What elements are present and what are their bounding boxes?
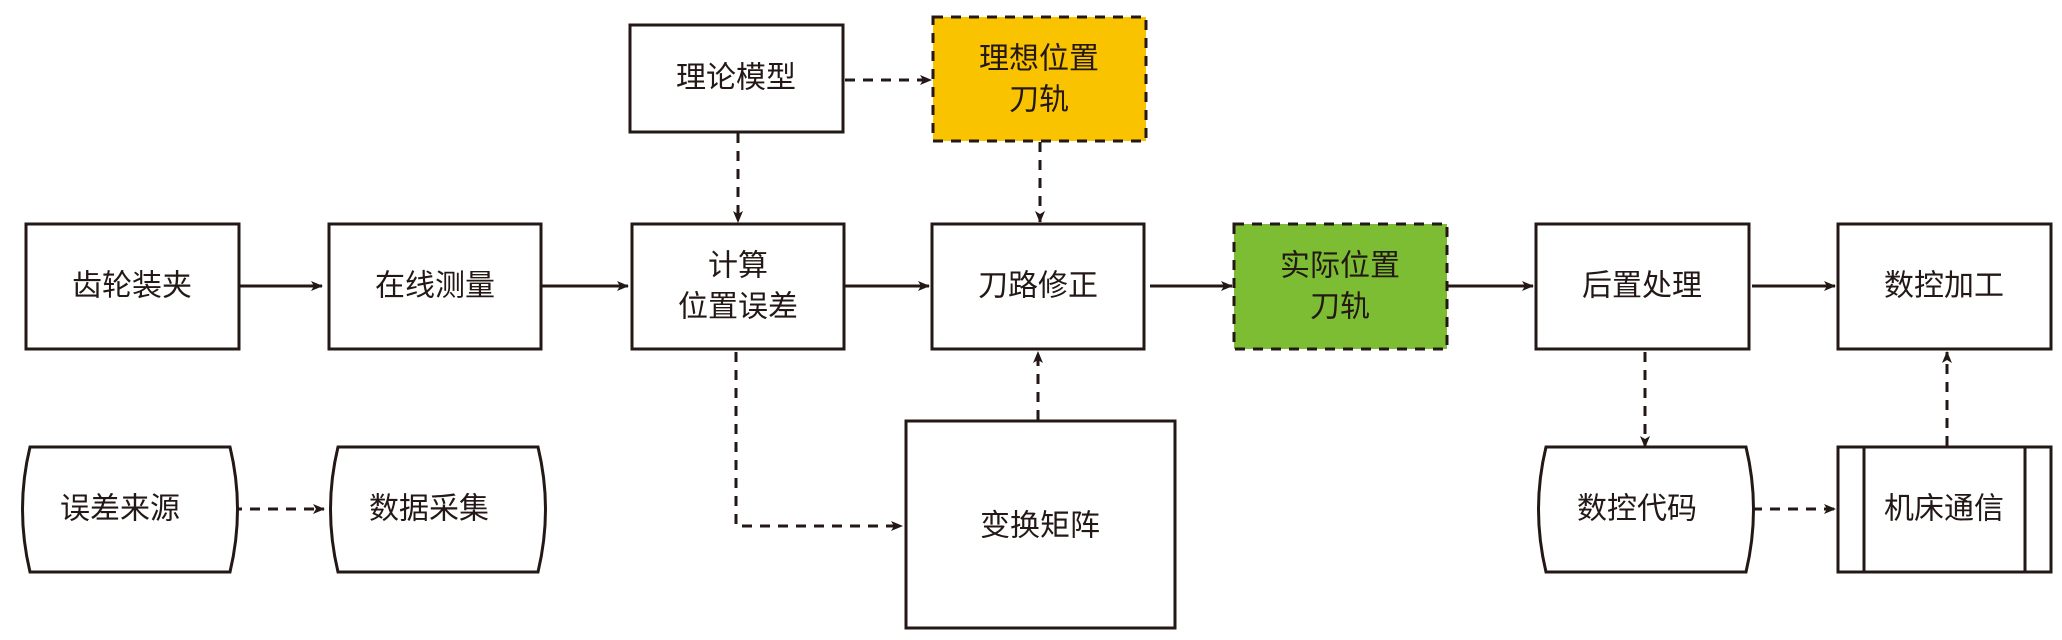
node-path-correction: 刀路修正 <box>930 222 1146 351</box>
svg-text:实际位置: 实际位置 <box>1280 249 1400 284</box>
svg-text:数控加工: 数控加工 <box>1884 269 2004 304</box>
svg-text:刀路修正: 刀路修正 <box>978 269 1098 304</box>
node-cnc-machining: 数控加工 <box>1836 222 2053 351</box>
svg-text:变换矩阵: 变换矩阵 <box>980 509 1100 544</box>
svg-text:在线测量: 在线测量 <box>375 269 495 304</box>
node-theory-model: 理论模型 <box>628 23 845 134</box>
node-post-processing: 后置处理 <box>1534 222 1751 351</box>
node-error-source: 误差来源 <box>21 445 239 574</box>
svg-text:刀轨: 刀轨 <box>1310 290 1370 325</box>
svg-text:后置处理: 后置处理 <box>1582 269 1702 304</box>
node-machine-communication: 机床通信 <box>1836 445 2053 574</box>
svg-text:刀轨: 刀轨 <box>1009 83 1069 118</box>
svg-text:理论模型: 理论模型 <box>676 61 796 96</box>
svg-text:理想位置: 理想位置 <box>979 42 1099 77</box>
svg-text:数据采集: 数据采集 <box>369 492 489 527</box>
svg-text:数控代码: 数控代码 <box>1577 492 1697 527</box>
node-nc-code: 数控代码 <box>1537 445 1755 574</box>
svg-text:计算: 计算 <box>708 249 768 284</box>
node-gear-clamping: 齿轮装夹 <box>24 222 241 351</box>
svg-text:位置误差: 位置误差 <box>678 290 798 325</box>
arrow-compute-to-matrix <box>734 352 903 531</box>
node-online-measurement: 在线测量 <box>327 222 543 351</box>
node-compute-position-error: 计算 位置误差 <box>630 222 846 351</box>
svg-text:机床通信: 机床通信 <box>1884 492 2004 527</box>
node-ideal-toolpath: 理想位置 刀轨 <box>931 15 1148 143</box>
node-actual-toolpath: 实际位置 刀轨 <box>1232 222 1449 351</box>
node-transform-matrix: 变换矩阵 <box>904 419 1177 630</box>
connectors <box>232 75 1952 531</box>
svg-text:齿轮装夹: 齿轮装夹 <box>72 269 192 304</box>
svg-text:误差来源: 误差来源 <box>60 492 180 527</box>
node-data-collection: 数据采集 <box>329 445 547 574</box>
